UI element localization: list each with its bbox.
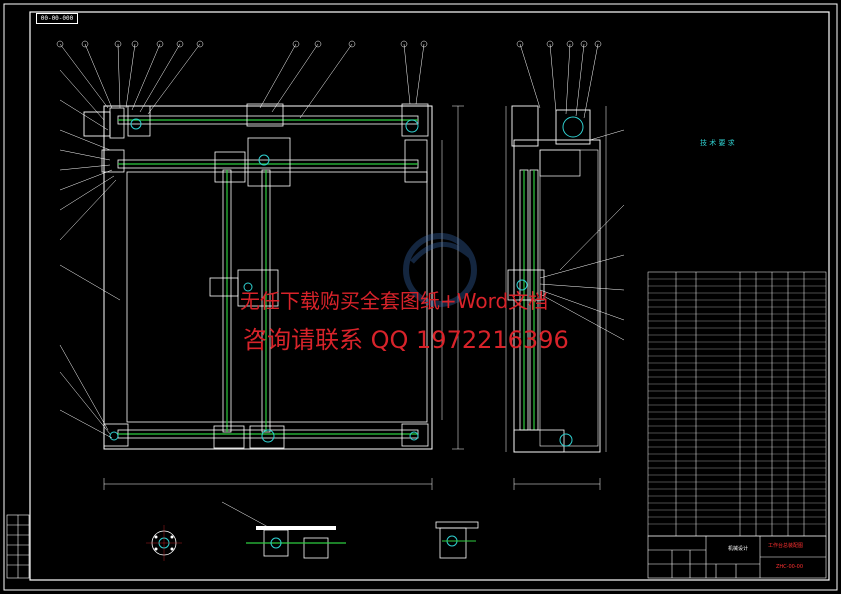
parts-list-table — [647, 271, 827, 537]
watermark-logo — [403, 233, 477, 307]
detail-view-round-flange — [146, 525, 182, 561]
technical-notes-title: 技 术 要 求 — [700, 139, 735, 147]
detail-view-bracket — [435, 521, 479, 559]
outer-border — [3, 3, 838, 591]
detail-view-shaft-section — [221, 501, 346, 559]
parts-list-rows — [648, 278, 826, 525]
watermark-text-line1: 无任下载购买全套图纸+Word文档 — [240, 289, 549, 313]
front-view — [56, 40, 464, 490]
side-view — [505, 40, 625, 490]
watermark-text-line2: 咨询请联系 QQ 1972216396 — [243, 326, 569, 354]
title-block-company: 机械设计 — [728, 546, 749, 552]
inner-border — [29, 11, 830, 581]
title-block-drawing-number: ZHC-00-00 — [776, 564, 804, 570]
title-block — [647, 535, 827, 579]
drawing-tag: 00-00-000 — [36, 13, 78, 24]
side-stamp — [6, 514, 30, 579]
title-block-drawing-name: 工作台总装配图 — [768, 543, 804, 549]
